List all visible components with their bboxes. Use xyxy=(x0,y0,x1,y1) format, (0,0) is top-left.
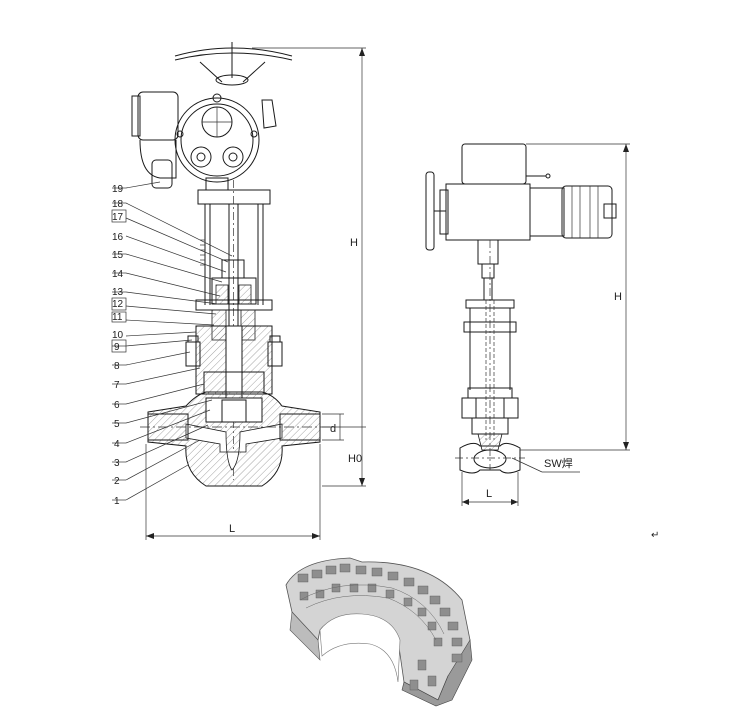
valve-body xyxy=(140,391,330,487)
part-5: 5 xyxy=(114,419,120,430)
dim-l-side: L xyxy=(486,488,492,500)
gasket-ring-render xyxy=(285,557,473,707)
part-9: 9 xyxy=(114,342,120,353)
part-15: 15 xyxy=(112,250,124,261)
dim-h-front: H xyxy=(350,237,358,249)
part-4: 4 xyxy=(114,439,120,450)
dim-l-front: L xyxy=(229,523,235,535)
dimensions-side: H L SW焊 ↵ xyxy=(461,143,659,541)
side-view: H L SW焊 ↵ xyxy=(425,143,659,541)
side-actuator xyxy=(425,143,617,251)
yoke xyxy=(197,189,271,305)
part-1: 1 xyxy=(114,496,120,507)
part-10: 10 xyxy=(112,330,124,341)
handwheel xyxy=(174,42,293,86)
part-12: 12 xyxy=(112,299,124,310)
part-11: 11 xyxy=(112,312,123,323)
part-13: 13 xyxy=(112,287,124,298)
part-18: 18 xyxy=(112,199,124,210)
part-16: 16 xyxy=(112,232,124,243)
part-7: 7 xyxy=(114,380,120,391)
part-6: 6 xyxy=(114,400,120,411)
dim-d: d xyxy=(330,423,336,435)
part-2: 2 xyxy=(114,476,120,487)
dimensions-front: H H0 d L xyxy=(145,47,366,540)
part-numbers: 1 2 3 4 5 6 7 8 9 10 11 12 13 14 15 16 1… xyxy=(112,184,124,507)
return-mark: ↵ xyxy=(651,530,659,541)
part-19: 19 xyxy=(112,184,124,195)
part-3: 3 xyxy=(114,458,120,469)
part-leaders xyxy=(111,181,233,501)
part-8: 8 xyxy=(114,361,120,372)
dim-h-side: H xyxy=(614,291,622,303)
side-body xyxy=(455,442,525,474)
dim-h0: H0 xyxy=(348,453,362,465)
front-section-view: 1 2 3 4 5 6 7 8 9 10 11 12 13 14 15 16 1… xyxy=(111,42,366,540)
part-14: 14 xyxy=(112,269,124,280)
weld-note: SW焊 xyxy=(544,456,573,470)
part-17: 17 xyxy=(112,212,124,223)
side-yoke xyxy=(461,239,519,470)
electric-actuator xyxy=(131,91,277,191)
